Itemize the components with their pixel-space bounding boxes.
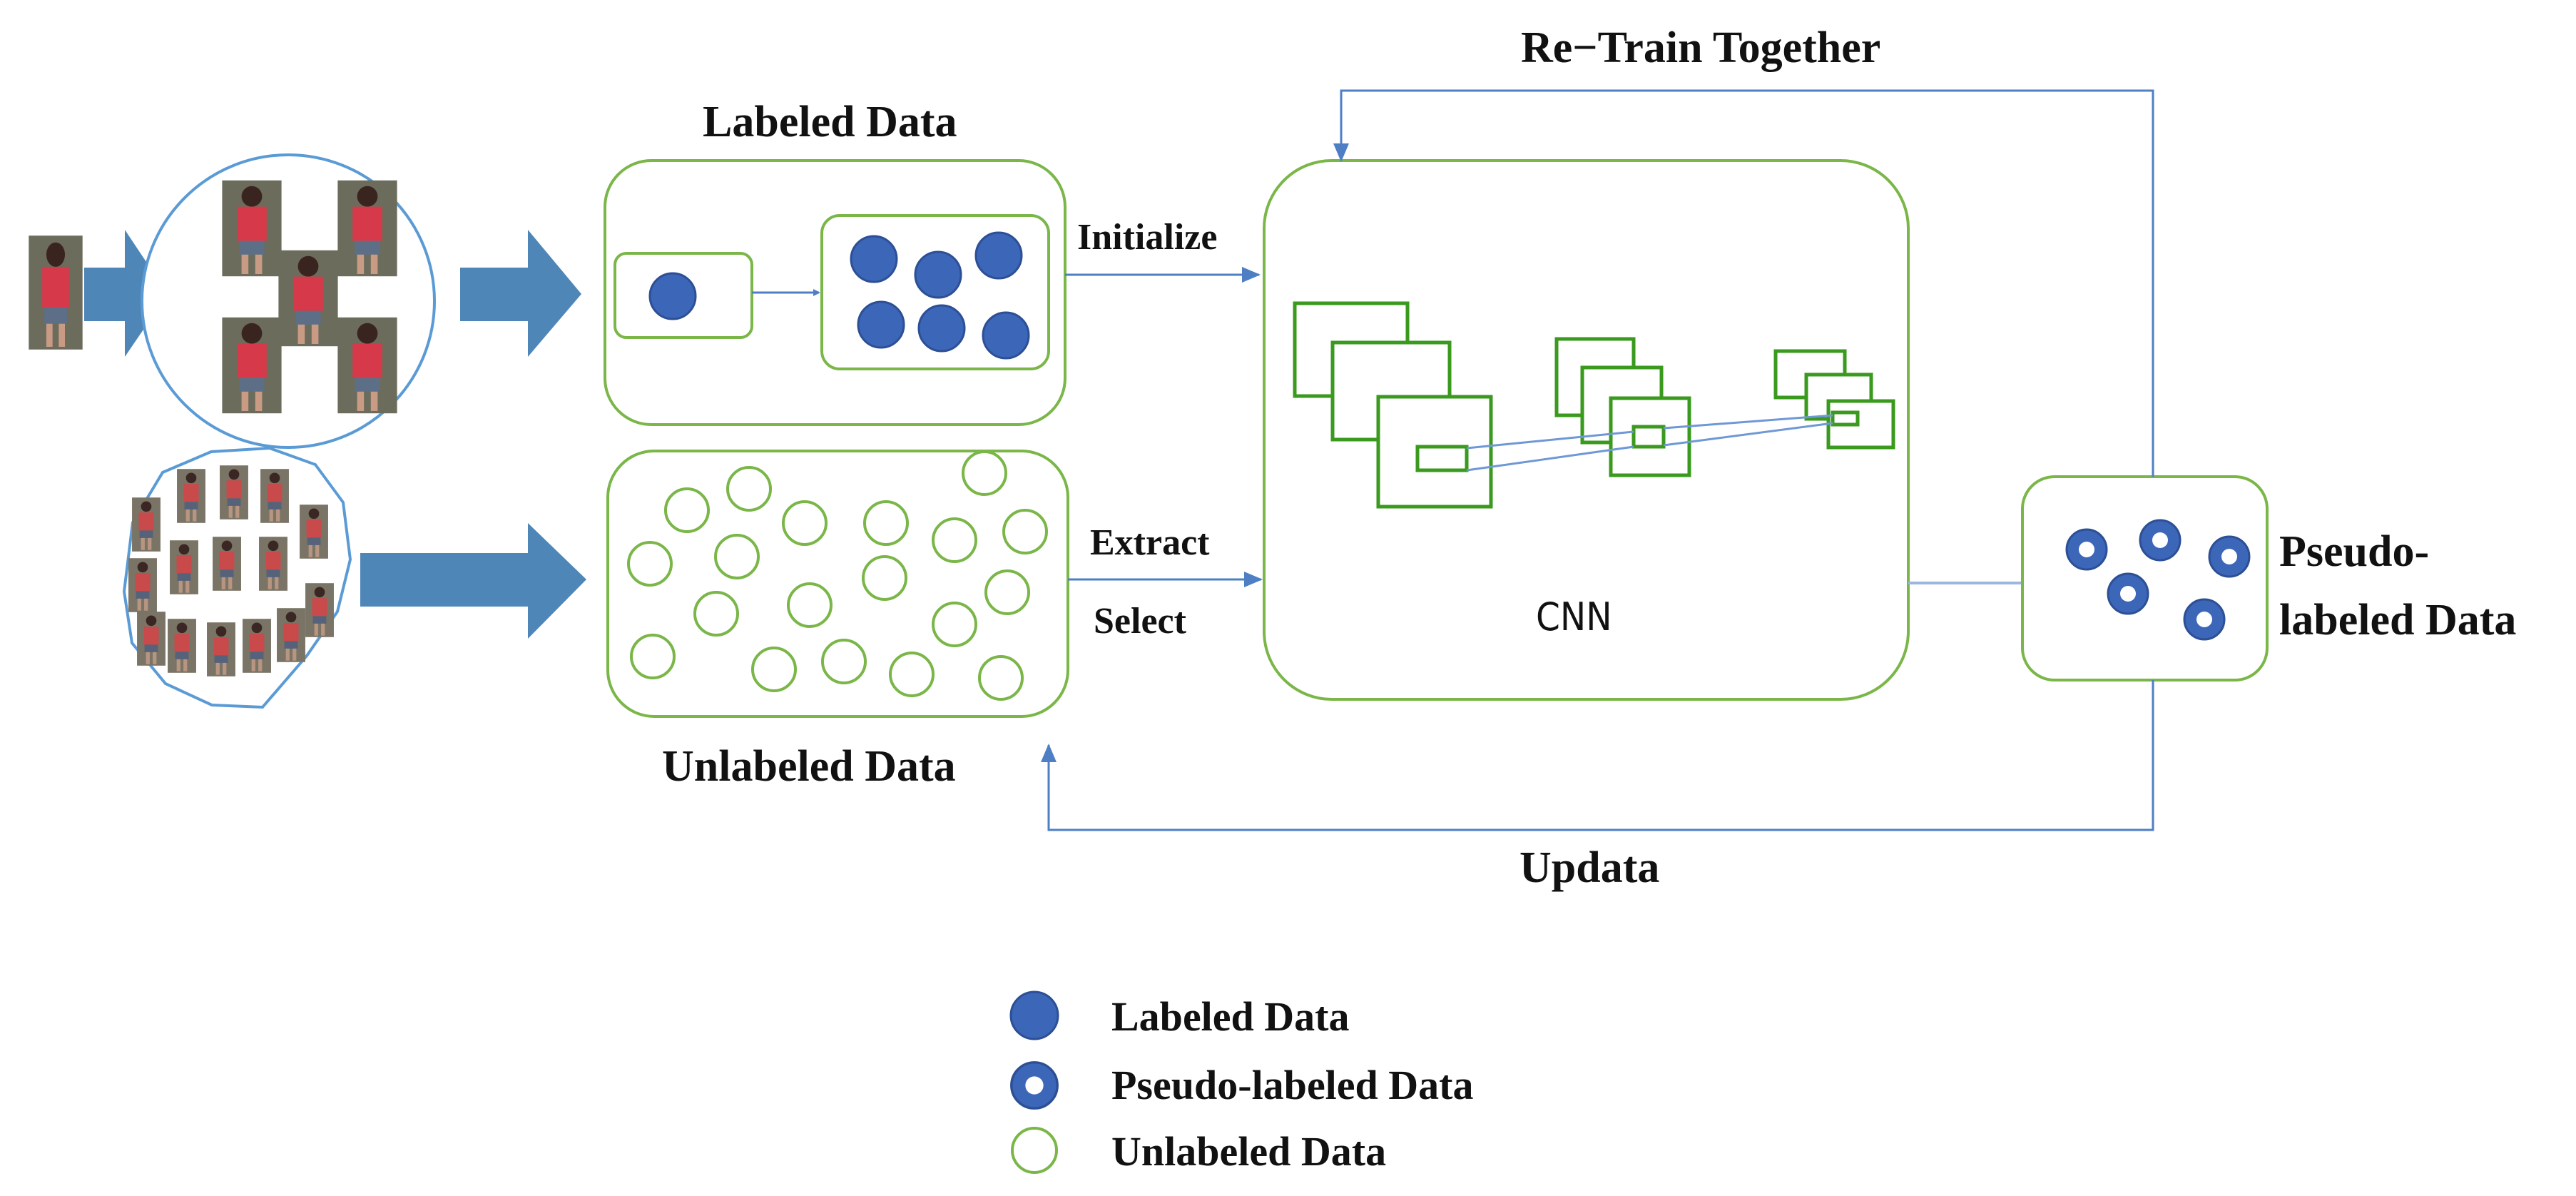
unlabeled-circle-cluster bbox=[627, 450, 1048, 701]
large-arrow-1 bbox=[84, 230, 168, 357]
legend-marker-labeled bbox=[1009, 990, 1059, 1040]
person-cluster-circle bbox=[141, 153, 436, 449]
retrain-loop-arrow bbox=[1333, 89, 2154, 477]
cnn-box bbox=[1263, 159, 1910, 701]
updata-label: Updata bbox=[1519, 843, 1660, 892]
legend-marker-unlabeled bbox=[1011, 1127, 1058, 1174]
pseudo-label-line2: labeled Data bbox=[2279, 596, 2517, 644]
legend-label-unlabeled: Unlabeled Data bbox=[1111, 1128, 1387, 1175]
pseudo-label-line1: Pseudo- bbox=[2279, 527, 2430, 576]
unlabeled-data-box bbox=[606, 450, 1069, 718]
legend-label-labeled: Labeled Data bbox=[1111, 993, 1350, 1040]
labeled-data-title: Labeled Data bbox=[703, 98, 957, 146]
retrain-label: Re−Train Together bbox=[1521, 24, 1881, 72]
large-arrow-3 bbox=[360, 523, 586, 639]
pseudo-labeled-box bbox=[2021, 475, 2269, 681]
initialize-label: Initialize bbox=[1077, 217, 1218, 258]
cnn-label: CNN bbox=[1536, 594, 1612, 639]
large-arrow-2 bbox=[460, 230, 581, 357]
labeled-dot-cluster bbox=[850, 231, 1030, 360]
legend-label-pseudo: Pseudo-labeled Data bbox=[1111, 1062, 1474, 1108]
extract-label: Extract bbox=[1090, 522, 1210, 563]
legend-marker-pseudo bbox=[1010, 1061, 1059, 1110]
unlabeled-photo-cluster bbox=[122, 446, 352, 709]
unlabeled-data-title: Unlabeled Data bbox=[662, 742, 956, 791]
labeled-data-box bbox=[604, 159, 1066, 426]
legend bbox=[1009, 990, 1059, 1174]
cnn-connections bbox=[1466, 414, 1833, 472]
person-photo-icon bbox=[29, 235, 83, 350]
labeled-dot bbox=[648, 272, 697, 320]
cnn-layers-icon bbox=[1293, 301, 1895, 509]
select-label: Select bbox=[1094, 601, 1186, 642]
updata-loop-arrow bbox=[1041, 680, 2154, 831]
